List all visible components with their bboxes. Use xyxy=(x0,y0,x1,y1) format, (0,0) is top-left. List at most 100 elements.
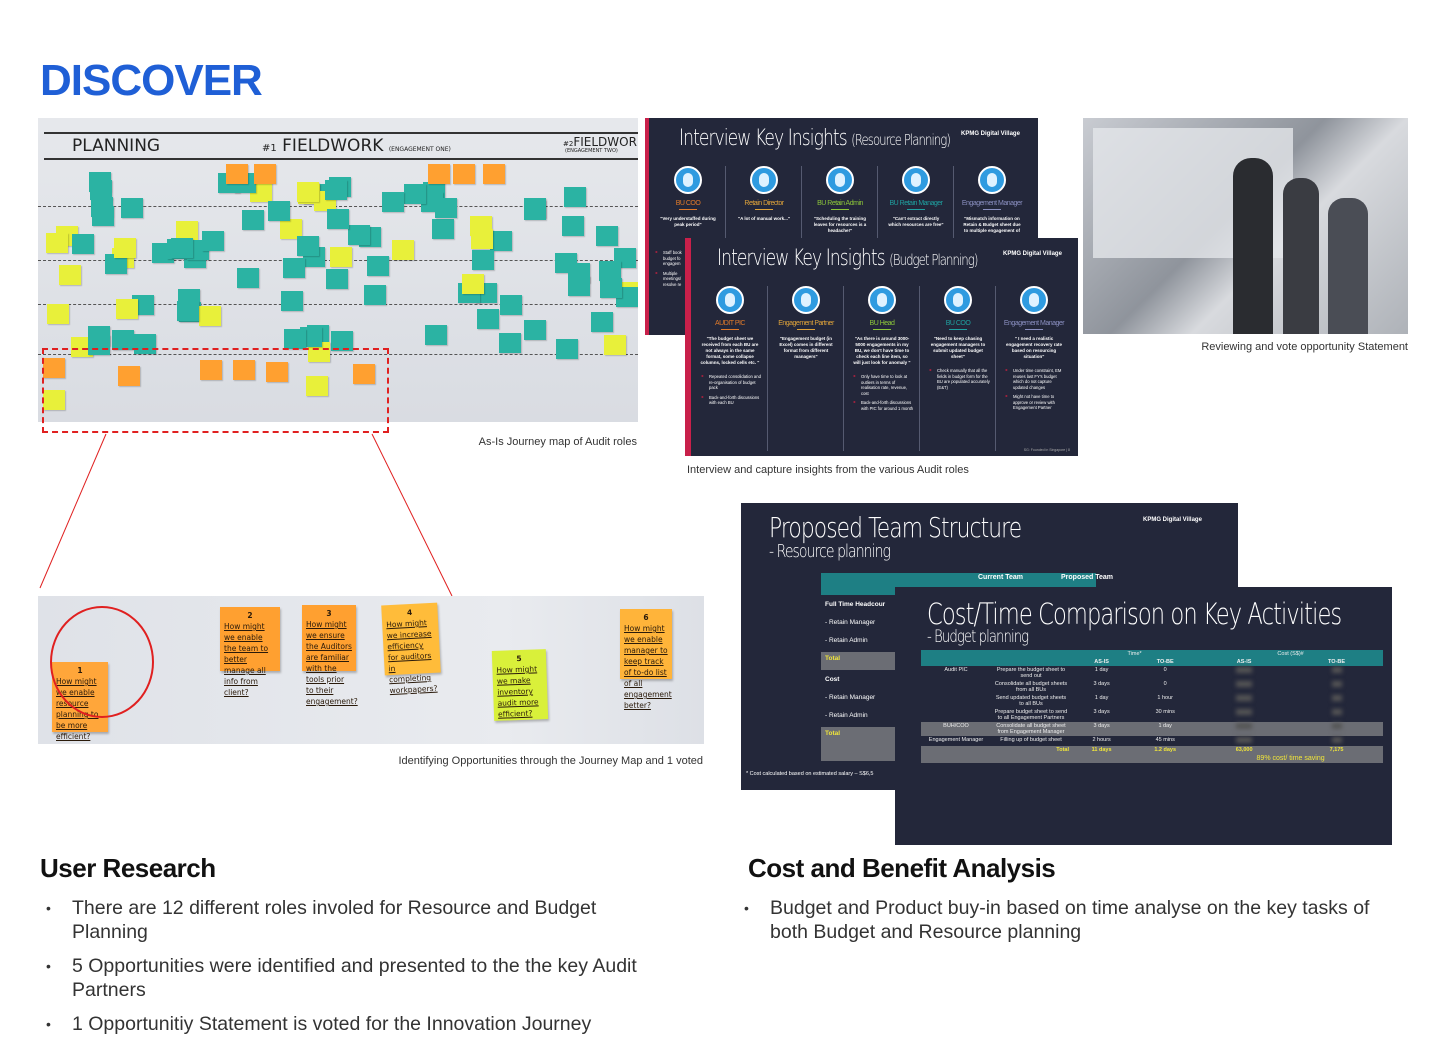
slide-subtitle: - Resource planning xyxy=(769,541,891,562)
interview-role-4: Engagement Manager " I need a realistic … xyxy=(1001,286,1067,415)
sticky-note xyxy=(327,209,350,230)
interview-role-3: BU Retain Manager "Can't extract directl… xyxy=(883,166,949,236)
sticky-note xyxy=(105,254,128,275)
avatar-icon xyxy=(902,166,930,194)
header-current-team: Current Team xyxy=(978,574,1023,581)
role-quote: "A lot of manual work..." xyxy=(737,216,791,221)
sticky-note xyxy=(434,198,457,219)
slide-title: Cost/Time Comparison on Key Activities xyxy=(927,597,1342,631)
role-name: BU Retain Manager xyxy=(889,200,943,207)
sticky-note xyxy=(523,200,546,221)
page-title: DISCOVER xyxy=(40,56,263,105)
sticky-note xyxy=(307,342,330,363)
sticky-note xyxy=(331,331,354,352)
sticky-note xyxy=(603,334,626,355)
sticky-note xyxy=(91,205,114,226)
highlight-box xyxy=(42,348,389,433)
resource-insight-points: Staff book budget fo engagemMultiple mee… xyxy=(651,250,685,291)
sticky-note xyxy=(596,226,618,247)
slide-subtitle: - Budget planning xyxy=(927,627,1029,647)
sticky-note xyxy=(46,304,69,325)
team-row: - Retain Manager xyxy=(825,694,876,701)
avatar-icon xyxy=(674,166,702,194)
sticky-note xyxy=(477,308,500,329)
role-quote: "Scheduling the training leaves for reso… xyxy=(813,216,867,233)
role-quote: "Very understaffed during peak period" xyxy=(660,216,716,227)
sticky-note xyxy=(121,197,144,218)
sticky-note xyxy=(43,358,65,378)
team-row: - Retain Admin xyxy=(825,712,868,719)
interview-role-2: BU Retain Admin "Scheduling the training… xyxy=(807,166,873,242)
insight-point: Might not have time to approve or review… xyxy=(1005,394,1067,411)
role-name: BU Head xyxy=(869,320,895,327)
team-row: - Retain Manager xyxy=(825,619,876,626)
sticky-note xyxy=(498,332,521,353)
role-name: Engagement Manager xyxy=(1003,320,1065,327)
sticky-note xyxy=(198,305,221,326)
insight-point: Repeated consolidation and re-organisati… xyxy=(701,374,763,391)
sticky-note xyxy=(254,164,276,184)
cost-benefit-list: Budget and Product buy-in based on time … xyxy=(744,896,1400,954)
slide-title: Interview Key Insights (Resource Plannin… xyxy=(679,126,951,151)
sticky-note xyxy=(297,181,320,202)
avatar-icon xyxy=(868,286,896,314)
role-quote: "As there is around 3000-5000 engagement… xyxy=(853,336,911,365)
role-name: BU COO xyxy=(945,320,971,327)
sticky-note xyxy=(490,231,513,252)
avatar-icon xyxy=(792,286,820,314)
role-name: BU COO xyxy=(675,200,701,207)
interview-role-1: Retain Director "A lot of manual work...… xyxy=(731,166,797,230)
voted-circle xyxy=(50,606,154,718)
interview-caption: Interview and capture insights from the … xyxy=(687,464,969,476)
phase-fieldwork-2-note: (ENGAGEMENT TWO) xyxy=(565,148,618,154)
slide-title: Interview Key Insights (Budget Planning) xyxy=(717,246,978,271)
sticky-note xyxy=(283,257,306,278)
sticky-note xyxy=(461,273,484,294)
role-quote: "Can't extract directly which resources … xyxy=(888,216,944,227)
sticky-note xyxy=(348,224,371,245)
sticky-note xyxy=(564,186,587,207)
sticky-note xyxy=(353,364,375,384)
sticky-note xyxy=(472,250,495,271)
sticky-note xyxy=(233,360,255,380)
sticky-note xyxy=(453,164,475,184)
slide-footer: SG: Founded in Singapore | 8 xyxy=(1023,448,1070,452)
avatar-icon xyxy=(750,166,778,194)
phase-fieldwork-2: #2FIELDWORK (ENGAGEMENT TWO) xyxy=(549,132,638,160)
role-name: BU Retain Admin xyxy=(817,200,863,207)
kpmg-logo: KPMG Digital Village xyxy=(1003,251,1062,257)
cost-row: Consolidate all budget sheets from all B… xyxy=(921,680,1383,694)
sticky-note xyxy=(470,228,493,249)
sticky-note xyxy=(43,390,65,410)
sticky-note xyxy=(431,218,454,239)
sticky-note xyxy=(381,191,404,212)
role-quote: "Mismatch information on Retain & Budget… xyxy=(963,216,1021,233)
sticky-note xyxy=(111,329,134,350)
sticky-note xyxy=(329,246,352,267)
sticky-note xyxy=(267,201,290,222)
sticky-note xyxy=(483,164,505,184)
avatar-icon xyxy=(716,286,744,314)
insight-point: Under time constraint, EM reuses last FY… xyxy=(1005,368,1067,390)
team-row: Cost xyxy=(825,676,840,683)
sticky-note xyxy=(428,164,450,184)
cost-row: Prepare budget sheet to send to all Enga… xyxy=(921,708,1383,722)
interview-role-4: Engagement Manager "Mismatch information… xyxy=(959,166,1025,242)
sticky-note xyxy=(403,183,426,204)
sticky-note xyxy=(391,240,414,261)
sticky-note xyxy=(171,238,194,259)
insight-point: Staff book budget fo engagem xyxy=(655,250,685,267)
avatar-icon xyxy=(978,166,1006,194)
role-name: Engagement Partner xyxy=(778,320,834,327)
interview-role-3: BU COO "Need to keep chasing engagement … xyxy=(925,286,991,394)
sticky-note xyxy=(58,264,81,285)
sticky-note xyxy=(363,285,386,306)
sticky-note xyxy=(46,232,69,253)
avatar-icon xyxy=(944,286,972,314)
